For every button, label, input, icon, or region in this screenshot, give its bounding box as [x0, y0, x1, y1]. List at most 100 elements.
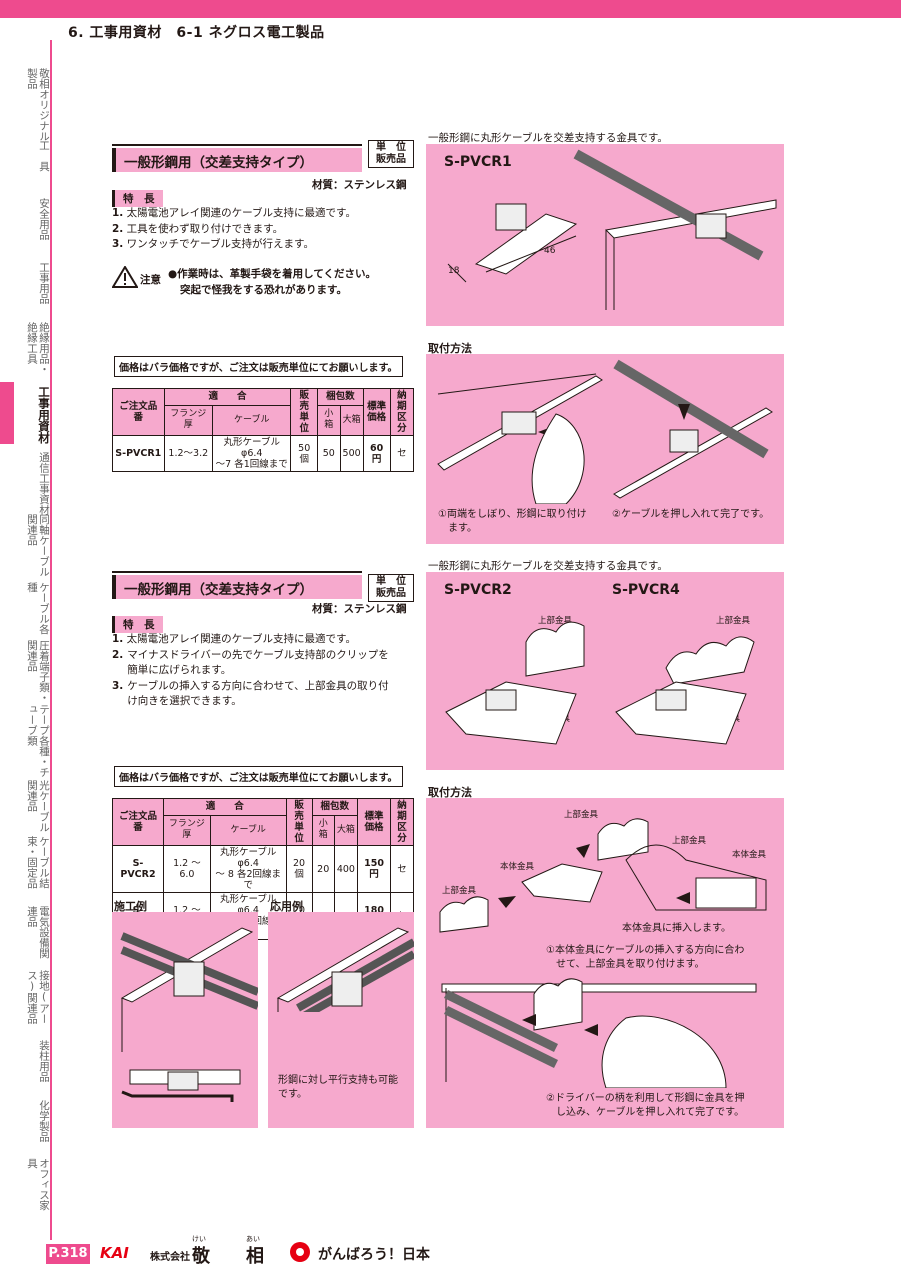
cell-flange: 1.2〜3.2	[163, 435, 214, 472]
feature-number: 2.	[112, 648, 124, 661]
sidebar-item-telecom[interactable]: 通信工事資材	[38, 452, 50, 515]
model-label-pvcr2: S-PVCR2	[444, 582, 512, 598]
mount-label-body1: 本体金具	[732, 850, 767, 860]
sidebar-active-marker	[0, 382, 14, 444]
mount-label-upper3: 上部金具	[442, 886, 477, 896]
construction-example-panel	[112, 912, 260, 1128]
mount-label-upper1: 上部金具	[564, 810, 599, 820]
sidebar-item-binding[interactable]: ケーブル結束・固定品	[26, 836, 50, 889]
th-cable: ケーブル	[209, 814, 287, 847]
company-name1: 敬	[192, 1246, 210, 1267]
page-number: P.318	[46, 1244, 90, 1264]
warning-line2: 突起で怪我をする恐れがあります。	[180, 284, 347, 296]
feature-text: 太陽電池アレイ関連のケーブル支持に最適です。	[126, 633, 356, 645]
cell-delivery: セ	[389, 435, 415, 472]
construction-illustration	[120, 927, 260, 1102]
cell-small: 50	[316, 435, 341, 472]
table-row: S-PVCR2 1.2 〜 6.0 丸形ケーブルφ6.4 〜 8 各2回線まで …	[112, 845, 414, 893]
warning-block	[111, 265, 139, 292]
warning-line1: ●作業時は、革製手袋を着用してください。	[168, 268, 377, 280]
mount-step1: ①両端をしぼり、形鋼に取り付け ます。	[438, 509, 587, 534]
th-small: 小箱	[316, 404, 341, 437]
mount-panel-pvcr2-4: 上部金具 上部金具 本体金具 本体金具 上部金具 本体金具に挿入します。 ①本体…	[426, 798, 784, 1128]
cell-code: S-PVCR2	[112, 845, 164, 893]
sidebar-item-office[interactable]: オフィス家具	[26, 1158, 50, 1211]
th-large: 大箱	[339, 404, 364, 437]
cell-cable: 丸形ケーブルφ6.4 〜7 各1回線まで	[211, 435, 292, 472]
model-label-pvcr1: S-PVCR1	[444, 154, 512, 170]
sidebar-item-electric[interactable]: 電気設備関連品	[26, 906, 50, 959]
sidebar-item-terminals[interactable]: 圧着端子類・関連品	[26, 640, 50, 703]
feature-text: ワンタッチでケーブル支持が行えます。	[126, 238, 314, 250]
section1-title-text: 一般形鋼用（交差支持タイプ）	[124, 155, 313, 171]
company-ruby2: あい	[246, 1235, 260, 1243]
section2-title: 一般形鋼用（交差支持タイプ）	[112, 575, 362, 599]
section1-unit-box: 単 位 販売品	[368, 140, 414, 168]
table-row: S-PVCR1 1.2〜3.2 丸形ケーブルφ6.4 〜7 各1回線まで 50個…	[112, 435, 415, 472]
section2-features: 1. 太陽電池アレイ関連のケーブル支持に最適です。 2.マイナスドライバーの先で…	[112, 632, 422, 710]
feature-text: マイナスドライバーの先でケーブル支持部のクリップを 簡単に広げられます。	[127, 648, 389, 677]
pvcr2-4-illustration	[445, 621, 755, 745]
construction-example-label: 施工例	[114, 900, 147, 913]
section1-title: 一般形鋼用（交差支持タイプ）	[112, 148, 362, 172]
feature-number: 3.	[112, 679, 124, 692]
cell-price: 150円	[356, 845, 392, 893]
th-fit: 適 合	[163, 388, 292, 406]
sidebar-item-coax[interactable]: 同軸ケーブル関連品	[26, 514, 50, 577]
sidebar-item-cables[interactable]: ケーブル各種	[26, 582, 50, 635]
th-delivery: 納期 区分	[390, 798, 414, 846]
feature-item: 3. ワンタッチでケーブル支持が行えます。	[112, 237, 412, 253]
sidebar-item-optical[interactable]: 光ケーブル関連品	[26, 780, 50, 833]
application-example-panel: 形鋼に対し平行支持も可能 です。	[268, 912, 416, 1128]
sidebar-item-ground[interactable]: 接地(アース)関連品	[26, 970, 50, 1024]
mount-pvcr1-illustration	[437, 359, 773, 504]
model-label-pvcr4: S-PVCR4	[612, 582, 680, 598]
sidebar-item-tools[interactable]: 工 具	[38, 140, 50, 172]
sidebar-item-chemical[interactable]: 化学製品	[38, 1100, 50, 1142]
cell-code: S-PVCR1	[112, 435, 165, 472]
th-code: ご注文品番	[112, 798, 164, 846]
mount2-step1: ①本体金具にケーブルの挿入する方向に合わ せて、上部金具を取り付けます。	[546, 945, 745, 970]
th-large: 大箱	[333, 814, 358, 847]
mount-pvcr2-4-illustration	[439, 818, 767, 1088]
th-fit: 適 合	[162, 798, 287, 816]
slogan: がんばろう！日本	[318, 1247, 430, 1263]
sidebar-item-tapes[interactable]: テープ各種・チューブ類	[26, 704, 50, 778]
category-sidebar: 敬相オリジナル製品 工 具 安全用品 工事用品 絶縁用品・絶縁工具 工事用資材 …	[0, 40, 54, 1240]
cell-price: 60円	[362, 435, 391, 472]
product-image-pvcr2-4: S-PVCR2 S-PVCR4 上部金具 上部金具 本体金具 本体金具	[426, 572, 784, 770]
sidebar-item-insulation[interactable]: 絶縁用品・絶縁工具	[26, 322, 50, 375]
feature-number: 2.	[112, 222, 124, 235]
sidebar-item-pole[interactable]: 装柱用品	[38, 1040, 50, 1082]
section2-unit-box: 単 位 販売品	[368, 574, 414, 602]
section1-features-label: 特 長	[112, 190, 163, 207]
section2-price-note: 価格はバラ価格ですが、ご注文は販売単位にてお願いします。	[114, 766, 403, 787]
section2-title-text: 一般形鋼用（交差支持タイプ）	[124, 582, 313, 598]
feature-item: 2.マイナスドライバーの先でケーブル支持部のクリップを 簡単に広げられます。	[112, 648, 422, 679]
right1-caption: 一般形鋼に丸形ケーブルを交差支持する金具です。	[428, 132, 668, 144]
sidebar-item-construction[interactable]: 工事用品	[38, 262, 50, 304]
section2-material: 材質：ステンレス鋼	[312, 603, 407, 615]
application-example-label: 応用例	[270, 900, 303, 913]
feature-item: 1. 太陽電池アレイ関連のケーブル支持に最適です。	[112, 632, 422, 648]
company-name2: 相	[246, 1246, 264, 1267]
sidebar-item-materials[interactable]: 工事用資材	[37, 386, 51, 444]
mount-label-body2: 本体金具	[500, 862, 535, 872]
sidebar-item-original[interactable]: 敬相オリジナル製品	[26, 68, 50, 142]
th-code: ご注文品番	[112, 388, 165, 436]
th-price: 標準 価格	[362, 388, 391, 436]
dim-46: 46	[544, 246, 556, 256]
sidebar-divider	[50, 40, 52, 1240]
application-illustration	[276, 927, 416, 1052]
th-flange: フランジ厚	[163, 404, 214, 437]
mount-insert-text: 本体金具に挿入します。	[622, 923, 731, 934]
th-flange: フランジ厚	[162, 814, 211, 847]
feature-text: ケーブルの挿入する方向に合わせて、上部金具の取り付 け向きを選択できます。	[127, 679, 389, 708]
top-accent-bar	[0, 0, 901, 18]
warning-label: 注意	[140, 274, 161, 286]
company-ruby1: けい	[192, 1235, 206, 1243]
sidebar-item-safety[interactable]: 安全用品	[38, 198, 50, 240]
feature-number: 3.	[112, 238, 124, 250]
th-small: 小箱	[311, 814, 335, 847]
th-delivery: 納期 区分	[389, 388, 415, 436]
